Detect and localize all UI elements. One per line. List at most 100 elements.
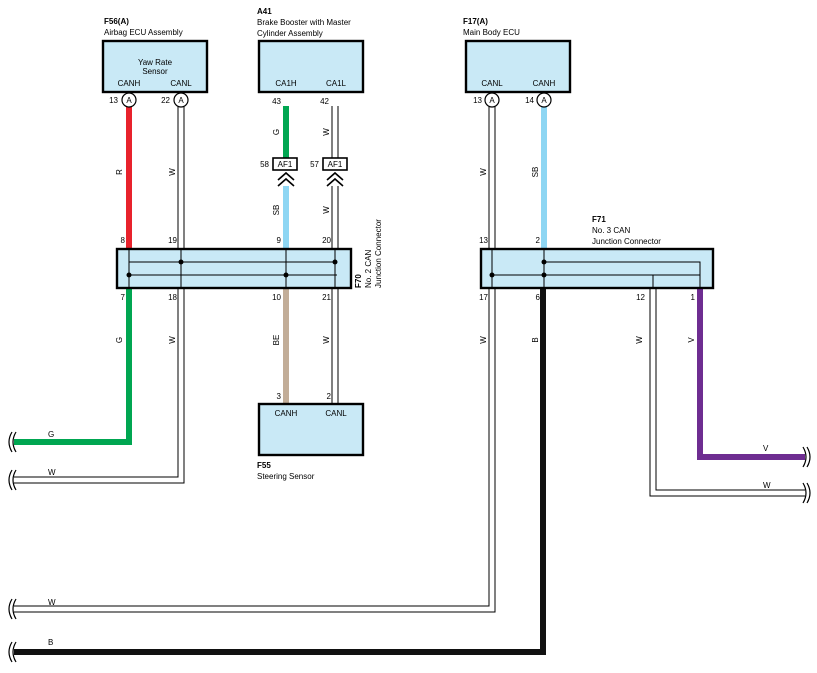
brake-pin-ca1l: CA1L: [326, 79, 347, 88]
af1-pin-58: 58: [260, 160, 269, 169]
airbag-ecu: F56(A) Airbag ECU Assembly Yaw Rate Sens…: [101, 17, 209, 94]
brake-pin-ca1h: CA1H: [275, 79, 297, 88]
wire-label-be: BE: [272, 335, 281, 346]
f70-pin-20: 20: [322, 236, 331, 245]
f70-junction-connector: 8 19 9 20 7 18 10 21: [115, 236, 353, 302]
f71-pin-6: 6: [536, 293, 541, 302]
f70-pin-18: 18: [168, 293, 177, 302]
af1-label-58: AF1: [278, 160, 293, 169]
wire-label-brake-w-lower: W: [322, 206, 331, 214]
wire-break-symbols: [8, 431, 811, 663]
wire-f71-out-17: [14, 289, 496, 613]
f70-label: F70 No. 2 CAN Junction Connector: [354, 219, 383, 288]
brake-pin-no-43: 43: [272, 97, 281, 106]
airbag-connector-badges: A A 13 22: [109, 92, 189, 108]
f71-pin-2: 2: [536, 236, 541, 245]
airbag-pin-canl: CANL: [170, 79, 192, 88]
f71-pin-1: 1: [691, 293, 696, 302]
wire-label-f71-w-12: W: [635, 336, 644, 344]
wire-label-f71-v: V: [687, 337, 696, 343]
wire-f71-out-6: [14, 289, 546, 655]
wire-label-right-v: V: [763, 444, 769, 453]
main-body-ecu: F17(A) Main Body ECU CANL CANH: [463, 17, 572, 94]
airbag-badge-a-right: A: [178, 96, 184, 105]
wire-label-right-w: W: [763, 481, 771, 490]
wire-color-labels: R W G W SB W G W BE W W SB W B W V G W W…: [48, 128, 771, 647]
airbag-code: F56(A): [104, 17, 129, 26]
f70-code: F70: [354, 274, 363, 288]
body-ecu-connector-badges: A A 13 14: [473, 92, 552, 108]
wire-f71-out-12: [649, 289, 805, 497]
steering-pin-no-2: 2: [327, 392, 332, 401]
body-ecu-name: Main Body ECU: [463, 28, 520, 37]
wire-label-brake-g: G: [272, 129, 281, 135]
wire-label-r: R: [115, 169, 124, 175]
body-ecu-pin-canl: CANL: [481, 79, 503, 88]
af1-pin-57: 57: [310, 160, 319, 169]
brake-code: A41: [257, 7, 272, 16]
f71-junction-connector: F71 No. 3 CAN Junction Connector 13 2 17…: [479, 215, 715, 302]
af1-connector-57: AF1 57: [310, 157, 348, 187]
wire-label-airbag-w: W: [168, 168, 177, 176]
wire-label-f71-w-17: W: [479, 336, 488, 344]
f71-pin-13: 13: [479, 236, 488, 245]
body-ecu-badge-a-left: A: [489, 96, 495, 105]
brake-pin-no-42: 42: [320, 97, 329, 106]
wire-label-left-g: G: [48, 430, 54, 439]
airbag-badge-a-left: A: [126, 96, 132, 105]
f70-pin-7: 7: [121, 293, 126, 302]
af1-label-57: AF1: [328, 160, 343, 169]
steering-code: F55: [257, 461, 271, 470]
f70-pin-10: 10: [272, 293, 281, 302]
steering-pin-no-3: 3: [277, 392, 282, 401]
f70-pin-8: 8: [121, 236, 126, 245]
wire-label-left-w1: W: [48, 468, 56, 477]
f70-name-line1: No. 2 CAN: [364, 250, 373, 288]
wire-f70-out-7: [14, 289, 132, 445]
wire-label-brake-sb: SB: [272, 205, 281, 216]
f70-name-line2: Junction Connector: [374, 219, 383, 288]
wire-airbag-canl: [177, 106, 185, 249]
wire-label-f70-g: G: [115, 337, 124, 343]
wire-label-left-w2: W: [48, 598, 56, 607]
wire-f71-out-1: [697, 289, 805, 460]
f71-pin-17: 17: [479, 293, 488, 302]
airbag-inner-title-2: Sensor: [142, 67, 168, 76]
wire-brake-ca1l-upper: [331, 106, 339, 158]
wire-label-brake-w-upper: W: [322, 128, 331, 136]
wire-label-left-b: B: [48, 638, 53, 647]
airbag-pin-no-13: 13: [109, 96, 118, 105]
f70-pin-19: 19: [168, 236, 177, 245]
body-ecu-badge-a-right: A: [541, 96, 547, 105]
brake-name-line1: Brake Booster with Master: [257, 18, 351, 27]
wire-label-body-w: W: [479, 168, 488, 176]
brake-booster: A41 Brake Booster with Master Cylinder A…: [257, 7, 365, 106]
f71-pin-12: 12: [636, 293, 645, 302]
wire-label-f71-b: B: [531, 337, 540, 342]
f70-pin-21: 21: [322, 293, 331, 302]
f71-name-line2: Junction Connector: [592, 237, 661, 246]
brake-name-line2: Cylinder Assembly: [257, 29, 323, 38]
wire-brake-ca1l-lower: [331, 186, 339, 249]
f71-code: F71: [592, 215, 606, 224]
f70-pin-9: 9: [277, 236, 282, 245]
wire-f70-out-21: [331, 289, 339, 404]
steering-sensor: 3 2 CANH CANL F55 Steering Sensor: [257, 392, 365, 481]
steering-pin-canh: CANH: [275, 409, 298, 418]
body-ecu-pin-no-13: 13: [473, 96, 482, 105]
body-ecu-code: F17(A): [463, 17, 488, 26]
steering-pin-canl: CANL: [325, 409, 347, 418]
body-ecu-pin-canh: CANH: [533, 79, 556, 88]
af1-connector-58: AF1 58: [260, 157, 298, 187]
wire-body-canl: [488, 106, 496, 249]
wire-label-body-sb: SB: [531, 167, 540, 178]
wire-label-f70-w: W: [168, 336, 177, 344]
wire-f70-out-18: [14, 289, 185, 484]
wires: [14, 106, 805, 655]
airbag-name: Airbag ECU Assembly: [104, 28, 183, 37]
airbag-pin-canh: CANH: [118, 79, 141, 88]
airbag-pin-no-22: 22: [161, 96, 170, 105]
wire-label-f70-w-21: W: [322, 336, 331, 344]
body-ecu-pin-no-14: 14: [525, 96, 534, 105]
f71-name-line1: No. 3 CAN: [592, 226, 630, 235]
